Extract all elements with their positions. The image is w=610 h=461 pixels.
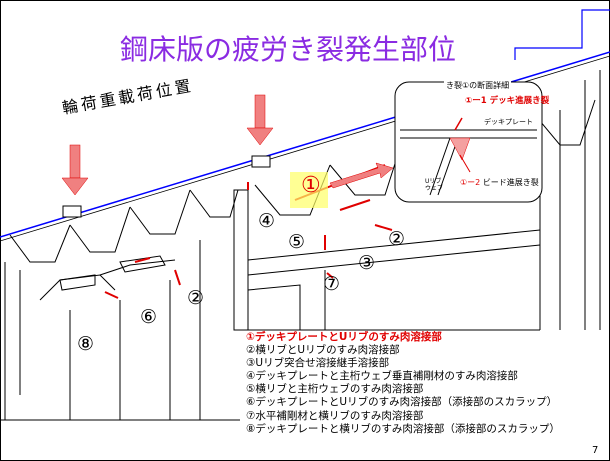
slide-title: 鋼床版の疲労き裂発生部位 bbox=[119, 33, 456, 66]
marker-1: ① bbox=[301, 173, 321, 198]
legend: ①デッキプレートとUリブのすみ肉溶接部 ②横リブとUリブのすみ肉溶接部 ③Uリブ… bbox=[246, 331, 606, 436]
marker-3: ③ bbox=[358, 252, 376, 274]
blue-outline bbox=[514, 9, 610, 60]
inset-crack2-text: ビード進展き裂 bbox=[482, 178, 539, 187]
page-number: 7 bbox=[592, 445, 599, 456]
legend-item-5: ⑤横リブと主桁ウェブのすみ肉溶接部 bbox=[246, 383, 424, 396]
load-arrow-right bbox=[246, 94, 274, 168]
callout-arrow bbox=[329, 162, 394, 189]
inset-crack2-num: ①ー2 bbox=[460, 178, 481, 187]
legend-item-3: ③Uリブ突合せ溶接継手溶接部 bbox=[246, 357, 390, 370]
marker-6: ⑥ bbox=[140, 306, 158, 328]
inset-deck-label: デッキプレート bbox=[484, 118, 533, 126]
inset-u-rib-web-label: Uリブ ウェブ bbox=[425, 178, 444, 192]
crack1-highlight bbox=[290, 172, 328, 208]
legend-item-4: ④デッキプレートと主桁ウェブ垂直補剛材のすみ肉溶接部 bbox=[246, 370, 518, 383]
inset-crack2-label: ①ー2 ビード進展き裂 bbox=[460, 177, 539, 188]
legend-item-2: ②横リブとUリブのすみ肉溶接部 bbox=[246, 344, 400, 357]
marker-8: ⑧ bbox=[77, 333, 95, 355]
inset-crack1-label: ①ー1 デッキ進展き裂 bbox=[465, 96, 550, 106]
legend-item-8: ⑧デッキプレートと横リブのすみ肉溶接部（添接部のスカラップ） bbox=[246, 422, 560, 435]
lower-structure bbox=[0, 329, 540, 421]
marker-2-left: ② bbox=[187, 287, 205, 309]
marker-7: ⑦ bbox=[323, 273, 341, 295]
main-girder-stiffener bbox=[233, 189, 249, 331]
legend-item-6: ⑥デッキプレートとUリブのすみ肉溶接部（添接部のスカラップ） bbox=[246, 396, 558, 409]
u-ribs-left bbox=[4, 189, 239, 420]
marker-4: ④ bbox=[258, 210, 276, 232]
legend-item-1: ①デッキプレートとUリブのすみ肉溶接部 bbox=[246, 331, 442, 343]
marker-2-right: ② bbox=[388, 228, 406, 250]
inset-title: き裂①の断面詳細 bbox=[444, 80, 512, 91]
load-arrow-left bbox=[61, 144, 89, 218]
legend-item-7: ⑦水平補剛材と横リブのすみ肉溶接部 bbox=[246, 409, 424, 422]
marker-5: ⑤ bbox=[288, 231, 306, 253]
